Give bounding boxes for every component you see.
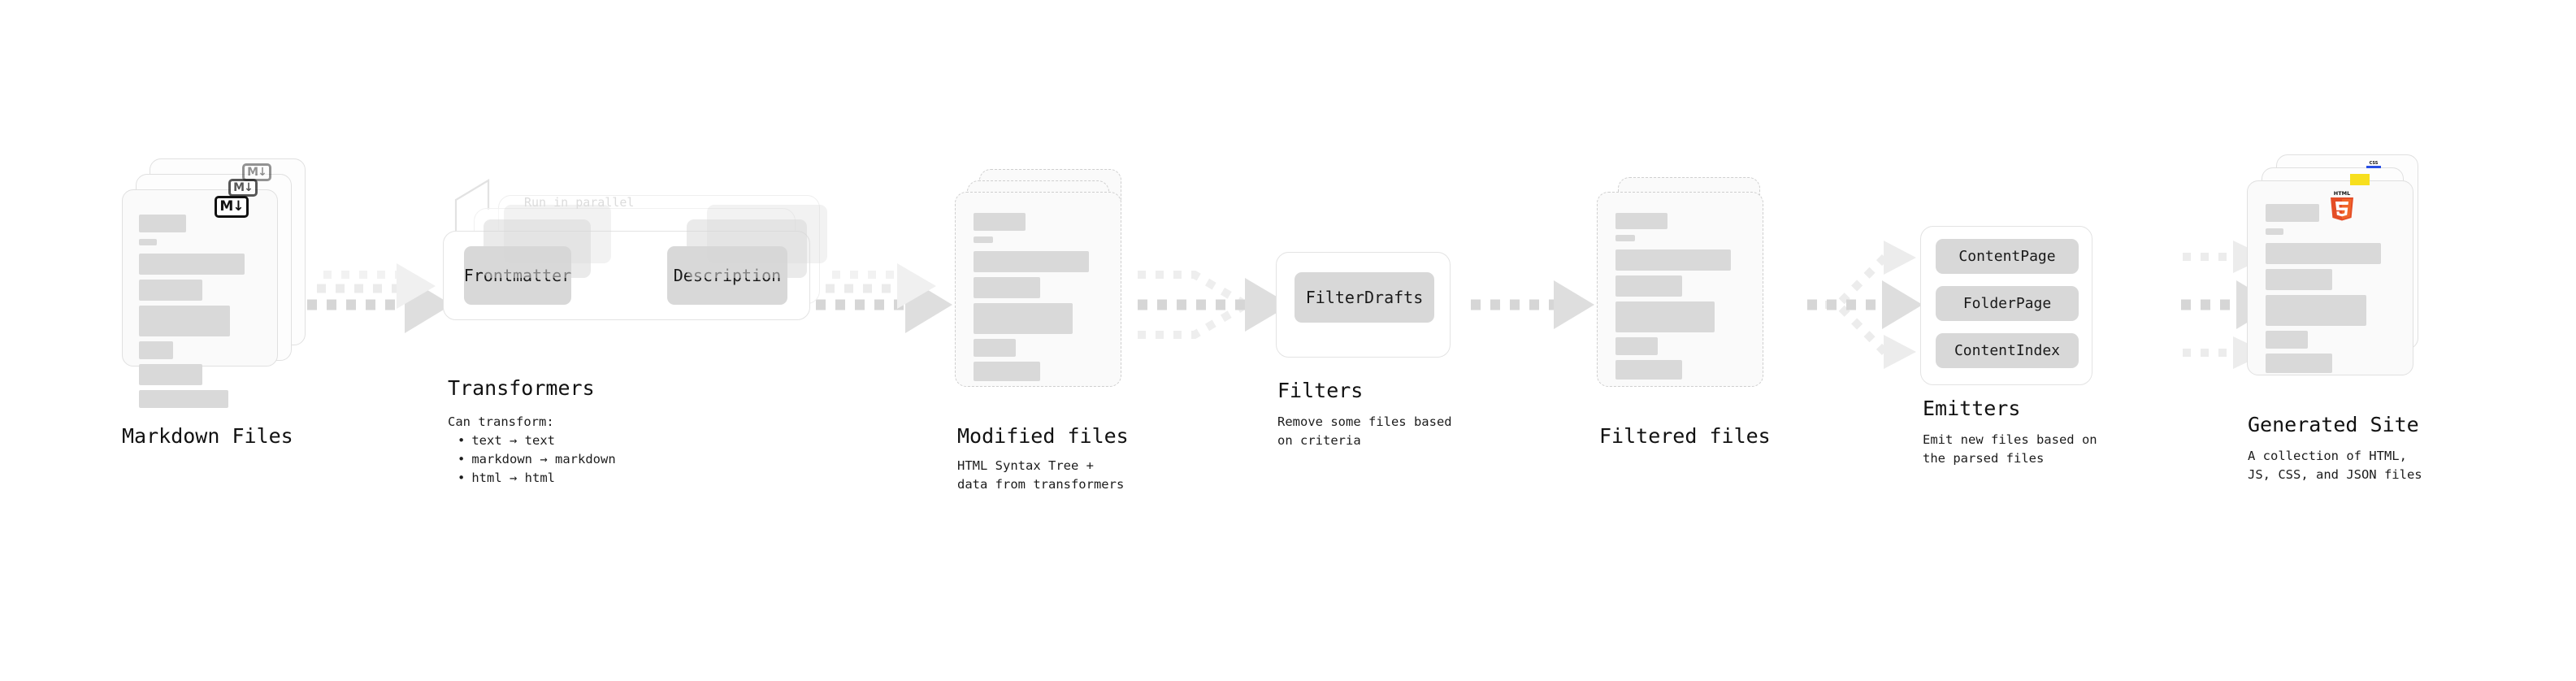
modified-files-caption: HTML Syntax Tree + data from transformer… [957, 458, 1125, 492]
arrow-filters-to-filtered [1471, 280, 1594, 329]
skeleton-bar [1615, 337, 1658, 355]
markdown-files-card-stack: M↓ M↓ M↓ [122, 158, 309, 408]
generated-site-caption: A collection of HTML, JS, CSS, and JSON … [2248, 449, 2422, 482]
arrow-markdown-to-transformers [307, 263, 452, 333]
chip-label: ContentIndex [1954, 342, 2061, 359]
transformers-bullet: text → text [458, 432, 616, 450]
stage-title-filters: Filters [1277, 379, 1364, 402]
site-card-front-html [2247, 180, 2413, 375]
stage-title-filtered-files: Filtered files [1599, 424, 1771, 448]
transformer-chip-ghost [707, 205, 827, 263]
skeleton-bar [139, 215, 186, 232]
skeleton-bar [974, 303, 1073, 334]
arrow-transformers-to-modified [816, 263, 952, 333]
chip-label: ContentPage [1958, 248, 2056, 265]
markdown-icon: M↓ [215, 196, 249, 218]
transformers-caption-head: Can transform: [448, 414, 554, 429]
transformers-bullet-list: text → text markdown → markdown html → h… [458, 432, 616, 488]
skeleton-bar [2266, 243, 2381, 264]
transformer-chip-ghost [504, 205, 611, 263]
css-icon-label: CSS [2369, 161, 2379, 166]
skeleton-bar [1615, 360, 1682, 380]
skeleton-bar [2266, 354, 2332, 373]
skeleton-bar [974, 251, 1089, 272]
skeleton-bar [974, 213, 1026, 231]
transformer-chip-ghost [484, 219, 591, 278]
skeleton-bar [2266, 295, 2366, 326]
skeleton-bar [1615, 249, 1731, 271]
markdown-icon: M↓ [228, 179, 258, 197]
filtered-files-card-stack [1597, 177, 1784, 413]
transformers-bullet: html → html [458, 469, 616, 488]
skeleton-bar [139, 306, 230, 336]
transformer-chip-ghost [687, 219, 807, 278]
filtered-card-front [1597, 192, 1763, 387]
transformers-bullet: markdown → markdown [458, 450, 615, 469]
stage-title-transformers: Transformers [448, 376, 595, 400]
stage-title-generated-site: Generated Site [2248, 413, 2419, 436]
skeleton-bar [1615, 301, 1715, 332]
stage-title-modified-files: Modified files [957, 424, 1129, 448]
skeleton-bar [974, 339, 1016, 357]
css-icon: CSS [2366, 161, 2381, 168]
skeleton-bar [139, 364, 202, 385]
emitter-chip-folderpage[interactable]: FolderPage [1936, 286, 2079, 321]
emitters-box: ContentPage FolderPage ContentIndex [1920, 226, 2092, 385]
arrow-modified-to-filters [1138, 271, 1290, 339]
modified-card-front [955, 192, 1121, 387]
skeleton-bar [2266, 269, 2332, 290]
skeleton-bar [2266, 204, 2319, 222]
skeleton-bar [974, 277, 1040, 298]
skeleton-bar [974, 362, 1040, 381]
js-icon [2350, 174, 2370, 185]
filters-box: FilterDrafts [1276, 252, 1451, 358]
chip-label: FolderPage [1962, 295, 2052, 312]
skeleton-bar [2266, 228, 2283, 235]
skeleton-bar [2266, 331, 2308, 349]
skeleton-bar [139, 239, 157, 245]
markdown-icon-letter: M [233, 181, 245, 194]
skeleton-bar [139, 341, 173, 359]
markdown-card-front [122, 189, 278, 408]
html5-icon: HTML [2328, 189, 2356, 221]
markdown-icon-letter: M [247, 166, 258, 179]
emitter-chip-contentpage[interactable]: ContentPage [1936, 239, 2079, 274]
chip-label: FilterDrafts [1305, 288, 1424, 307]
filters-caption: Remove some files based on criteria [1277, 414, 1452, 448]
run-in-parallel-note: Run in parallel [524, 195, 635, 210]
svg-text:HTML: HTML [2334, 190, 2350, 197]
skeleton-bar [139, 390, 228, 408]
stage-title-markdown-files: Markdown Files [122, 424, 293, 448]
markdown-icon-letter: M [219, 198, 233, 215]
skeleton-bar [139, 254, 245, 275]
skeleton-bar [1615, 275, 1682, 297]
modified-files-card-stack [955, 169, 1142, 405]
filter-chip-filterdrafts[interactable]: FilterDrafts [1295, 272, 1434, 323]
skeleton-bar [139, 280, 202, 301]
skeleton-bar [974, 236, 993, 243]
stage-title-emitters: Emitters [1923, 397, 2021, 420]
emitters-caption: Emit new files based on the parsed files [1923, 432, 2097, 466]
arrow-filtered-to-emitters [1807, 241, 1923, 369]
skeleton-bar [1615, 213, 1667, 229]
emitter-chip-contentindex[interactable]: ContentIndex [1936, 333, 2079, 368]
skeleton-bar [1615, 235, 1635, 241]
generated-site-card-stack: CSS HTML [2247, 154, 2442, 390]
